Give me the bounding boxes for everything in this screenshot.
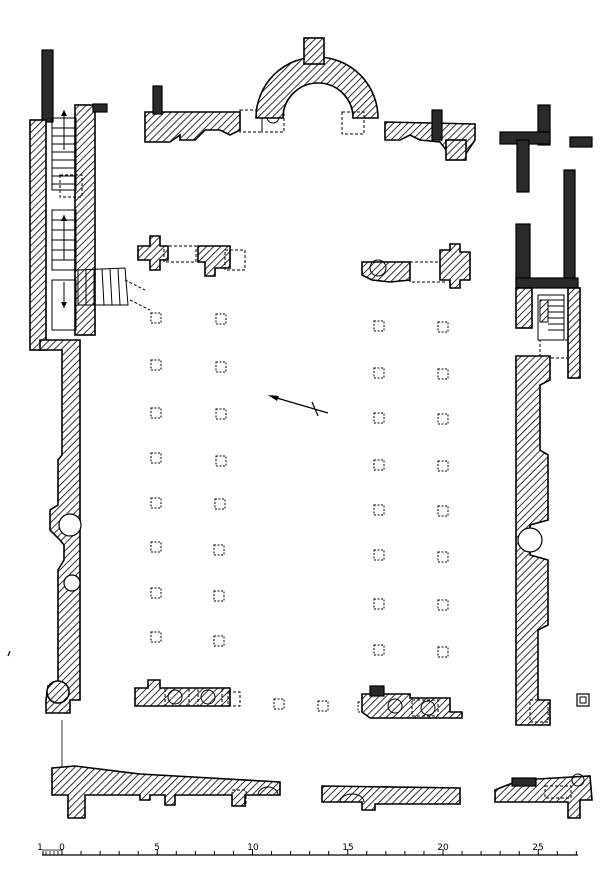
upper-pier-groups — [137, 235, 471, 289]
scale-label: 10 — [247, 843, 259, 853]
lower-pier-groups — [134, 679, 463, 719]
scale-label: 15 — [342, 843, 353, 853]
west-staircase — [51, 110, 151, 331]
scale-label: 20 — [437, 843, 449, 853]
scale-label: 25 — [532, 843, 543, 853]
scale-label: 5 — [154, 843, 160, 853]
column-grid — [150, 312, 449, 713]
south-wall — [51, 765, 593, 819]
north-wall — [144, 37, 476, 161]
annotation-mark — [7, 650, 11, 657]
east-wall — [515, 355, 590, 726]
scale-label: 0 — [59, 843, 65, 853]
north-arrow-icon — [268, 395, 329, 417]
scale-bar: 1 0 5 10 15 20 25 — [37, 843, 578, 856]
north-east-walls — [499, 104, 593, 379]
scale-label: 1 — [37, 843, 43, 853]
west-wall — [29, 49, 108, 714]
